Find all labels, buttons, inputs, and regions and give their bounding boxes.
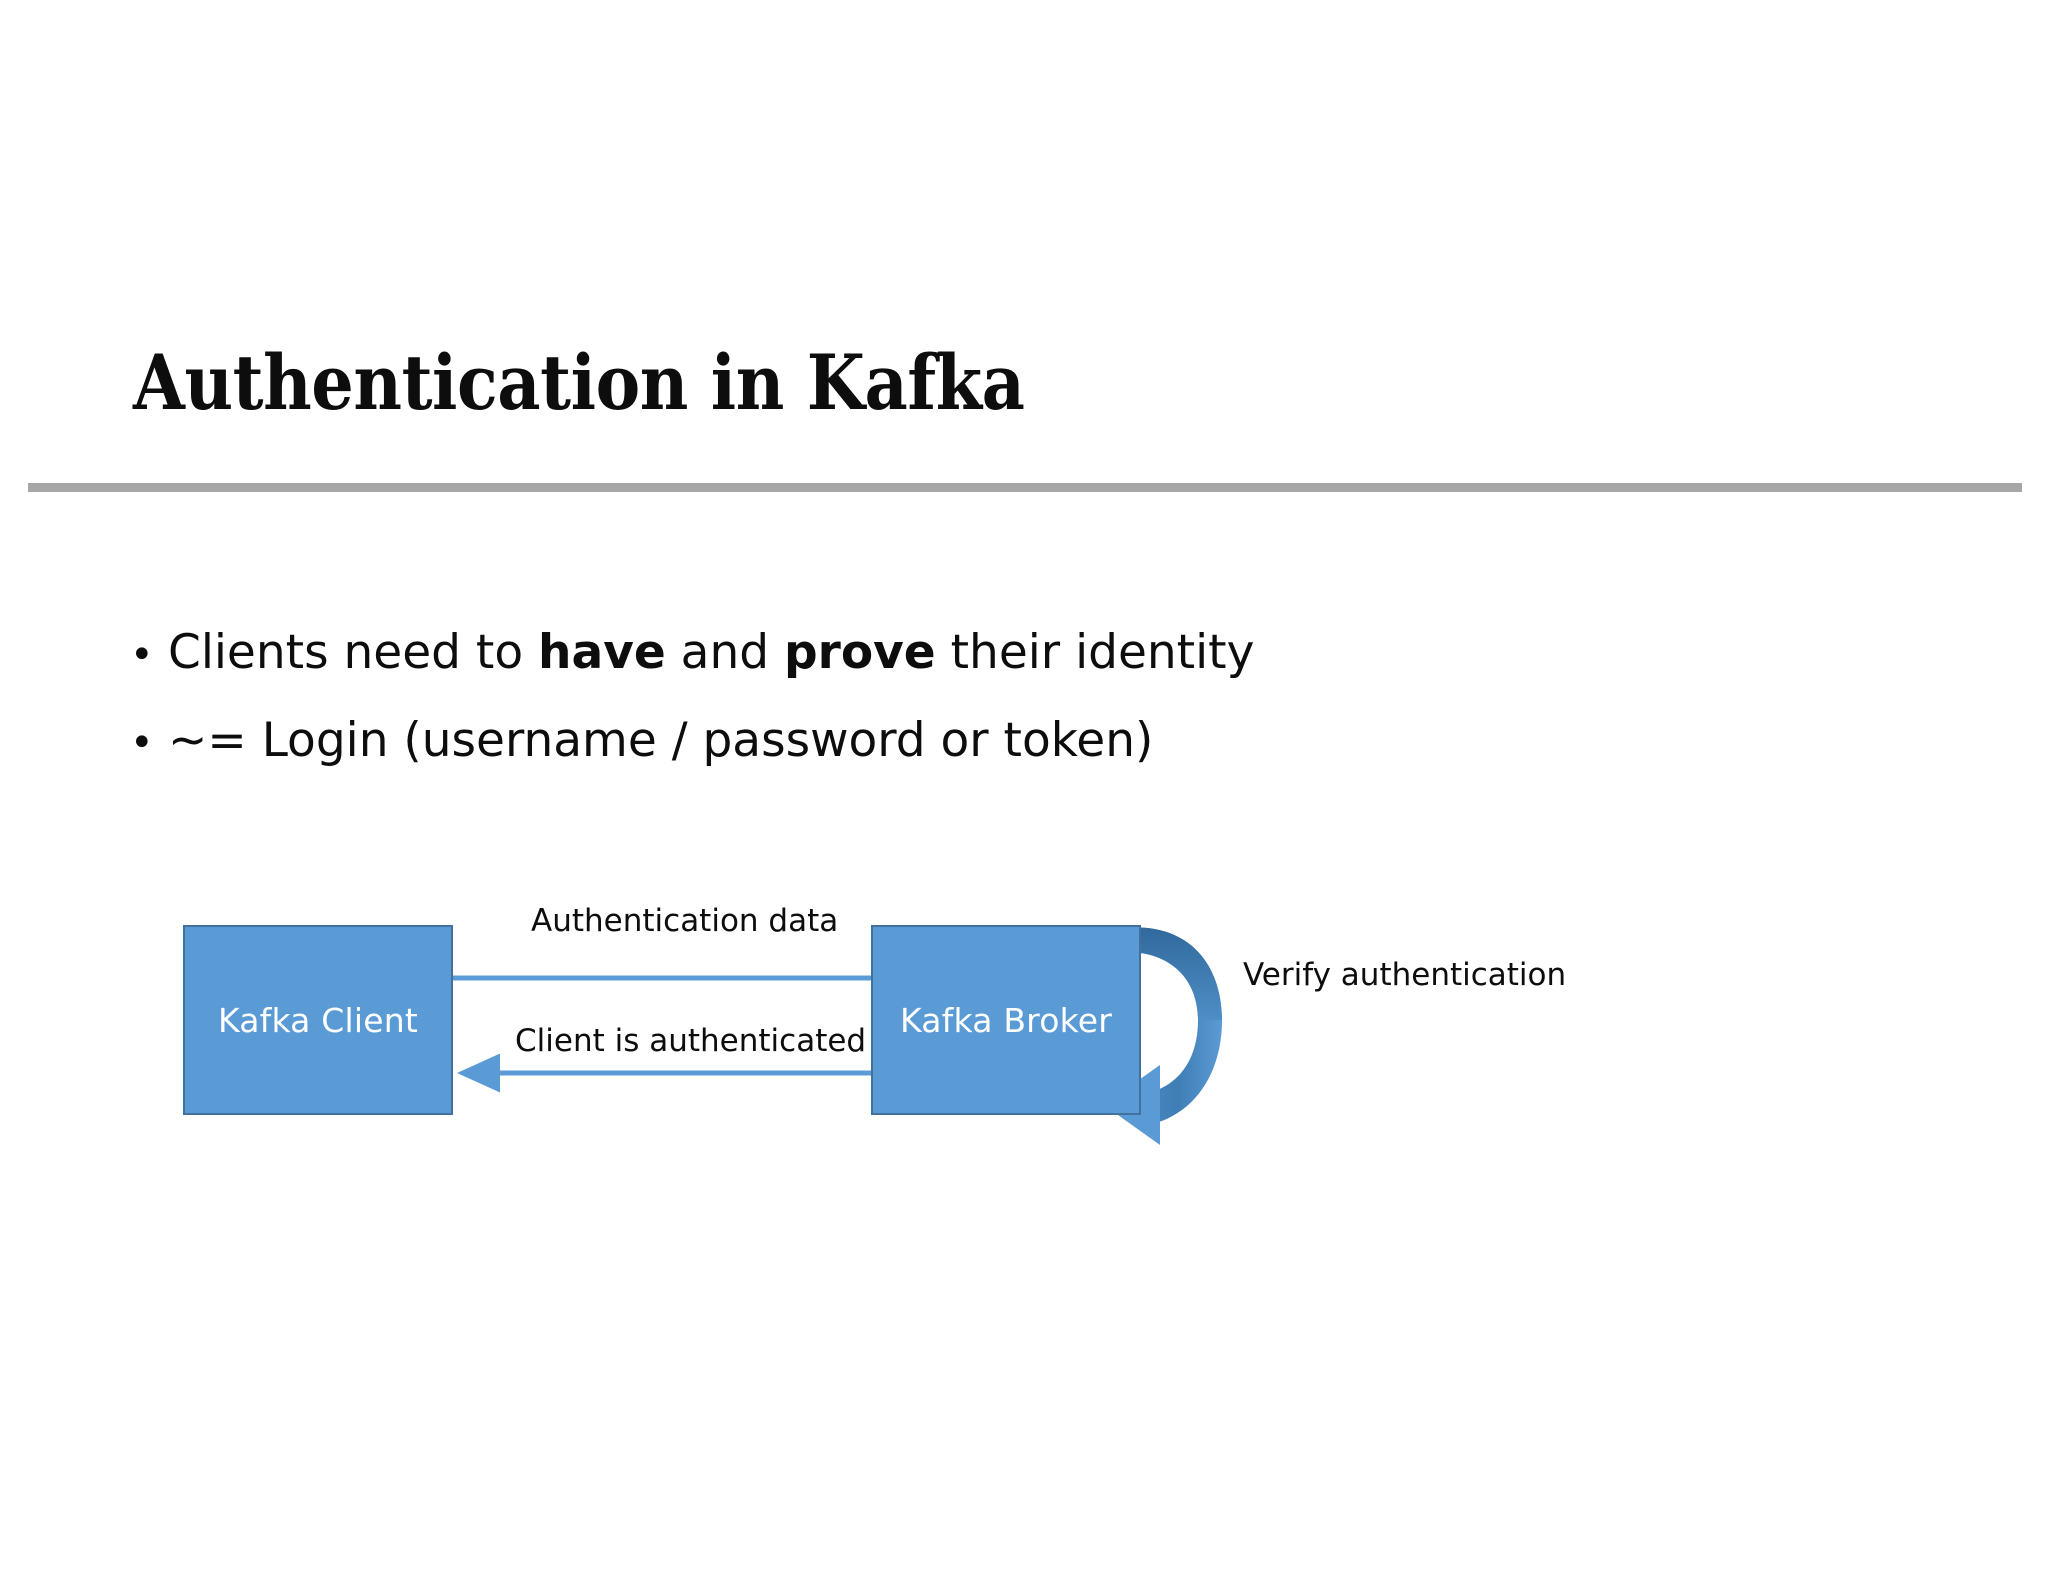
list-item-login: • ~= Login (username / password or token… bbox=[130, 698, 1830, 786]
node-kafka-broker: Kafka Broker bbox=[871, 925, 1141, 1115]
page-title: Authentication in Kafka bbox=[133, 337, 1025, 427]
bullet-text-login: ~= Login (username / password or token) bbox=[168, 713, 1154, 768]
node-kafka-client-label: Kafka Client bbox=[217, 1000, 419, 1040]
list-item-identity: • Clients need to have and prove their i… bbox=[130, 610, 1830, 698]
bullet-glyph-icon: • bbox=[130, 720, 154, 766]
bullet-text-identity: Clients need to have and prove their ide… bbox=[168, 610, 1830, 696]
bullet-seg-3-bold: prove bbox=[784, 625, 936, 680]
node-kafka-broker-label: Kafka Broker bbox=[899, 1000, 1113, 1040]
node-kafka-client: Kafka Client bbox=[183, 925, 453, 1115]
authentication-flow-diagram: Kafka Client Kafka Broker Authentication… bbox=[0, 880, 2048, 1180]
title-divider bbox=[28, 483, 2022, 492]
bullet-list: • Clients need to have and prove their i… bbox=[130, 610, 1830, 786]
bullet-seg-4: their identity bbox=[935, 625, 1255, 680]
bullet-seg-0: Clients need to bbox=[168, 625, 539, 680]
bullet-glyph-icon: • bbox=[130, 632, 154, 678]
flow-label-verify-authentication: Verify authentication bbox=[1243, 957, 1567, 993]
flow-label-auth-data: Authentication data bbox=[531, 903, 839, 939]
flow-label-client-authenticated: Client is authenticated bbox=[515, 1023, 867, 1059]
bullet-seg-2: and bbox=[665, 625, 785, 680]
bullet-seg-1-bold: have bbox=[538, 625, 666, 680]
